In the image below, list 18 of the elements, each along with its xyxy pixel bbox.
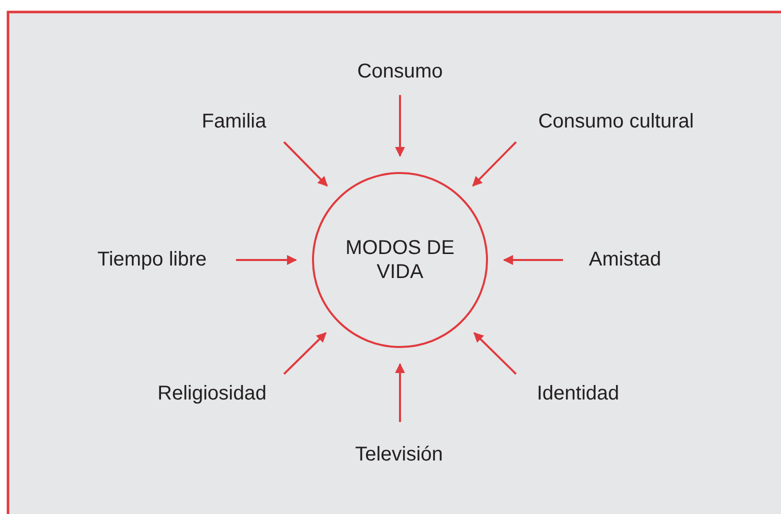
factor-label: Consumo cultural — [538, 110, 694, 134]
factor-label: Tiempo libre — [97, 248, 207, 272]
arrow — [283, 332, 327, 375]
arrow — [503, 255, 563, 265]
arrow — [473, 332, 517, 375]
central-circle — [312, 172, 488, 348]
factor-label: Televisión — [355, 444, 443, 466]
factor-label: Religiosidad — [158, 382, 266, 406]
circle-label: MODOS DE VIDA — [345, 236, 455, 284]
arrow — [395, 95, 405, 157]
arrow — [236, 255, 297, 265]
factor-label: Consumo — [357, 60, 443, 84]
arrow — [395, 363, 405, 422]
arrow — [283, 141, 328, 187]
factor-label: Amistad — [588, 248, 662, 272]
arrow — [472, 141, 517, 187]
factor-label: Familia — [202, 110, 266, 134]
factor-label: Identidad — [536, 382, 620, 406]
